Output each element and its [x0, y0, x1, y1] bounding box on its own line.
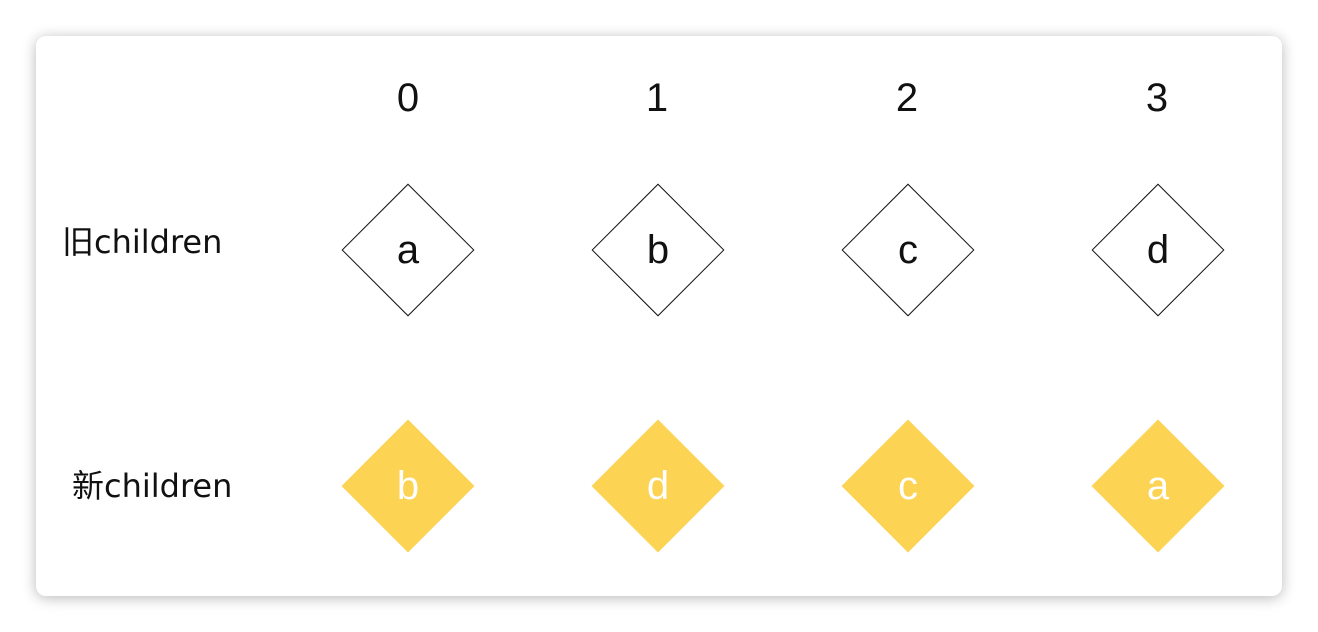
old-children-label: 旧children — [62, 223, 223, 261]
new-node-0: b — [341, 419, 475, 553]
new-node-1: d — [591, 419, 725, 553]
new-node-2: c — [841, 419, 975, 553]
new-node-letter: d — [646, 464, 670, 508]
old-node-2: c — [841, 183, 975, 317]
old-node-letter: a — [396, 228, 420, 272]
old-node-letter: b — [646, 228, 670, 272]
old-node-1: b — [591, 183, 725, 317]
new-node-letter: a — [1146, 464, 1170, 508]
diagram-card: 0 1 2 3 旧children a b c d 新children b d … — [36, 36, 1282, 596]
old-node-letter: c — [898, 228, 918, 272]
new-node-letter: c — [898, 464, 918, 508]
old-node-0: a — [341, 183, 475, 317]
new-node-letter: b — [396, 464, 420, 508]
index-label-1: 1 — [645, 76, 669, 120]
new-node-3: a — [1091, 419, 1225, 553]
old-node-letter: d — [1146, 228, 1170, 272]
new-children-label: 新children — [72, 467, 233, 505]
old-node-3: d — [1091, 183, 1225, 317]
index-label-3: 3 — [1145, 76, 1169, 120]
index-label-2: 2 — [895, 76, 919, 120]
index-label-0: 0 — [396, 76, 420, 120]
